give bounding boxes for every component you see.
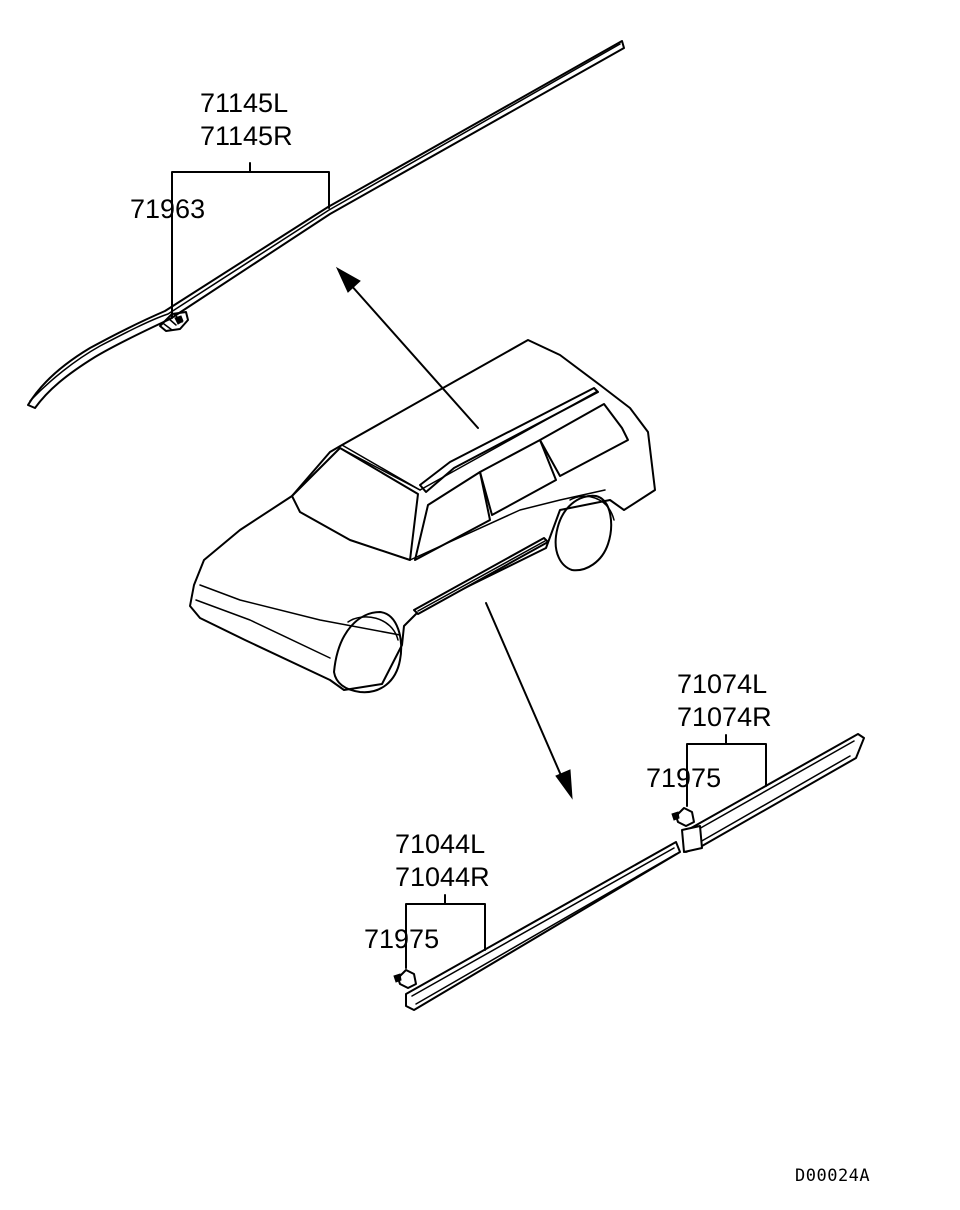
roof-bracket — [171, 162, 330, 319]
label-71074L: 71074L — [677, 669, 767, 699]
label-71074R: 71074R — [677, 702, 772, 732]
arrow-to-side — [485, 602, 573, 800]
label-71975-front: 71975 — [364, 924, 439, 954]
label-71975-rear: 71975 — [646, 763, 721, 793]
label-71044R: 71044R — [395, 862, 490, 892]
label-71145R: 71145R — [200, 121, 293, 151]
roof-molding — [27, 40, 625, 409]
front-bracket — [405, 894, 486, 969]
vehicle-outline — [189, 339, 656, 694]
rear-bracket — [686, 734, 767, 807]
label-71044L: 71044L — [395, 829, 485, 859]
rear-side-molding — [681, 733, 865, 853]
label-71963: 71963 — [130, 194, 205, 224]
front-clip-icon — [393, 969, 417, 989]
arrow-to-roof — [335, 266, 479, 429]
label-71145L: 71145L — [200, 88, 288, 118]
rear-clip-icon — [671, 807, 695, 827]
diagram-code: D00024A — [795, 1166, 870, 1186]
front-side-molding — [405, 841, 681, 1011]
